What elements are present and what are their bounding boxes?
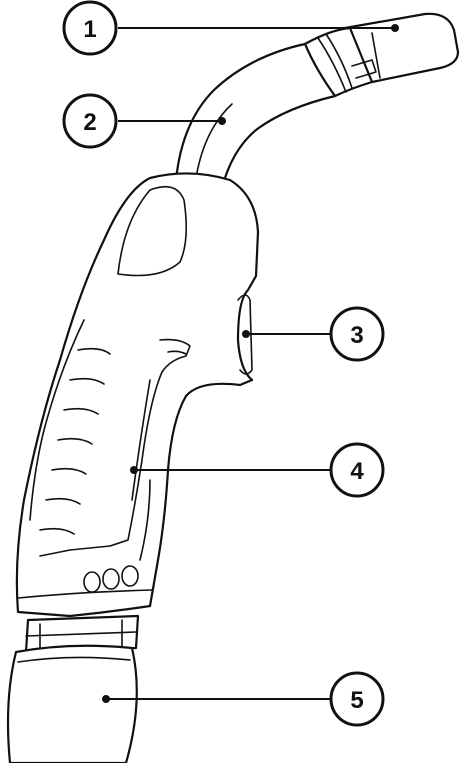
callout-1-label: 1 <box>83 16 96 43</box>
callout-1: 1 <box>64 2 116 54</box>
nozzle <box>305 14 458 96</box>
callout-5: 5 <box>331 673 383 725</box>
leader-4-dot <box>130 466 138 474</box>
swan-neck <box>176 44 335 188</box>
callout-5-label: 5 <box>350 687 363 714</box>
callout-4: 4 <box>331 444 383 496</box>
leader-3-dot <box>242 330 250 338</box>
callout-2: 2 <box>64 95 116 147</box>
handle <box>17 173 258 616</box>
cable-sleeve <box>8 646 137 763</box>
leader-5-dot <box>102 695 110 703</box>
leader-2-dot <box>218 117 226 125</box>
callout-3-label: 3 <box>350 322 363 349</box>
callout-2-label: 2 <box>83 109 96 136</box>
callout-4-label: 4 <box>350 458 364 485</box>
leader-1-dot <box>391 24 399 32</box>
callout-3: 3 <box>331 308 383 360</box>
